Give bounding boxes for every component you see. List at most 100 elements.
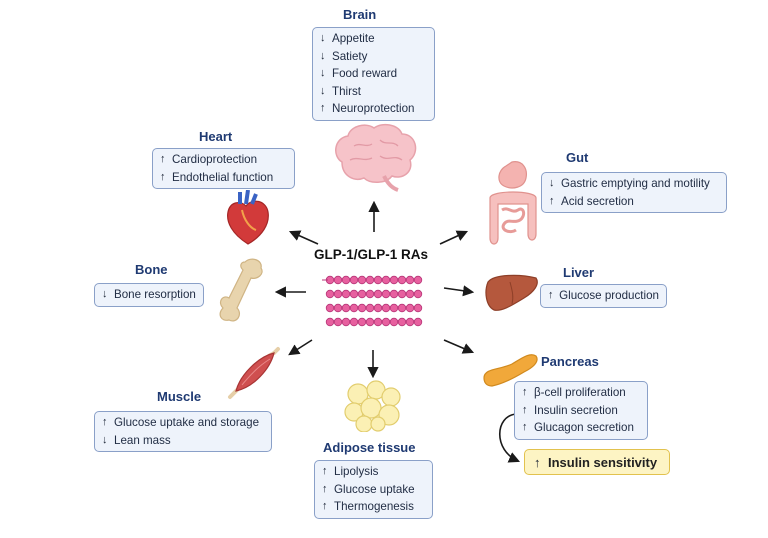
gut-icon	[489, 161, 537, 245]
amino-acid-bead	[389, 317, 399, 327]
liver-effects-box: ↑ Glucose production	[540, 284, 667, 308]
heart-effect-text: Cardioprotection	[172, 153, 258, 166]
adipose-effects-box: ↑ Lipolysis ↑ Glucose uptake ↑ Thermogenesi…	[314, 460, 433, 519]
muscle-effect-text: Lean mass	[114, 433, 171, 447]
heart-effects-box: ↑Cardioprotection ↑ Endothelial function	[152, 148, 295, 189]
amino-acid-bead	[325, 303, 335, 313]
amino-acid-bead	[357, 275, 367, 285]
amino-acid-bead	[349, 317, 359, 327]
amino-acid-bead	[349, 303, 359, 313]
brain-effect-row: ↑Neuroprotection	[320, 100, 427, 118]
pancreas-effect-text: Insulin secretion	[534, 403, 618, 417]
amino-acid-bead	[333, 303, 343, 313]
brain-title: Brain	[343, 7, 377, 22]
gut-effect-text: Gastric emptying and motility	[561, 177, 710, 190]
insulin-sensitivity-box: ↑Insulin sensitivity	[524, 449, 670, 475]
arrow-to-heart	[288, 230, 319, 245]
amino-acid-bead	[341, 303, 351, 313]
amino-acid-bead	[413, 289, 423, 299]
muscle-effect-row: ↑ Glucose uptake and storage	[102, 414, 264, 432]
adipose-icon	[344, 380, 401, 432]
effect-arrow-icon: ↓	[102, 433, 108, 446]
gut-effect-row: ↓ Gastric emptying and motility	[549, 175, 719, 193]
amino-acid-bead	[357, 289, 367, 299]
brain-effect-text: Food reward	[332, 67, 398, 80]
arrow-to-pancreas	[443, 339, 475, 354]
amino-acid-bead	[381, 303, 391, 313]
brain-effect-row: ↓Satiety	[320, 48, 427, 66]
amino-acid-bead	[389, 289, 399, 299]
bone-title: Bone	[135, 262, 168, 277]
heart-effect-text: Endothelial function	[172, 170, 274, 184]
amino-acid-bead	[413, 303, 423, 313]
arrow-to-gut	[439, 230, 469, 245]
effect-arrow-icon: ↑	[102, 416, 108, 428]
gut-effect-text: Acid secretion	[561, 194, 634, 208]
amino-acid-bead	[397, 317, 407, 327]
effect-arrow-icon: ↓	[102, 288, 108, 300]
pancreas-effect-row: ↑Glucagon secretion	[522, 419, 640, 437]
arrow-to-liver	[443, 285, 475, 297]
amino-acid-bead	[341, 317, 351, 327]
adipose-effect-text: Thermogenesis	[334, 500, 414, 513]
bone-effects-box: ↓Bone resorption	[94, 283, 204, 307]
pancreas-icon	[483, 354, 538, 387]
effect-arrow-icon: ↑	[322, 500, 328, 512]
amino-acid-bead	[357, 303, 367, 313]
amino-acid-bead	[413, 275, 423, 285]
amino-acid-bead	[405, 303, 415, 313]
amino-acid-bead	[341, 275, 351, 285]
amino-acid-bead	[349, 289, 359, 299]
amino-acid-bead	[365, 275, 375, 285]
effect-arrow-icon: ↓	[320, 49, 326, 62]
effect-arrow-icon: ↑	[320, 102, 326, 114]
amino-acid-bead	[349, 275, 359, 285]
amino-acid-bead	[397, 289, 407, 299]
heart-effect-row: ↑Cardioprotection	[160, 151, 287, 169]
adipose-effect-text: Glucose uptake	[334, 482, 415, 496]
heart-icon	[227, 190, 269, 245]
amino-acid-bead	[365, 303, 375, 313]
amino-acid-bead	[333, 317, 343, 327]
amino-acid-bead	[381, 317, 391, 327]
bone-icon	[219, 258, 263, 322]
liver-title: Liver	[563, 265, 595, 280]
brain-effect-text: Appetite	[332, 32, 375, 45]
heart-title: Heart	[199, 129, 233, 144]
pancreas-effects-box: ↑β-cell proliferation ↑Insulin secretion…	[514, 381, 648, 440]
heart-effect-row: ↑ Endothelial function	[160, 169, 287, 187]
liver-icon	[485, 274, 538, 311]
pancreas-title: Pancreas	[541, 354, 599, 369]
amino-acid-bead	[325, 289, 335, 299]
gut-effects-box: ↓ Gastric emptying and motility ↑ Acid sec…	[541, 172, 727, 213]
amino-acid-bead	[373, 303, 383, 313]
pancreas-effect-row: ↑β-cell proliferation	[522, 384, 640, 402]
liver-effect-text: Glucose production	[559, 289, 659, 302]
pancreas-effect-row: ↑Insulin secretion	[522, 402, 640, 420]
effect-arrow-icon: ↓	[549, 177, 555, 189]
brain-icon	[335, 123, 417, 192]
amino-acid-bead	[413, 317, 423, 327]
brain-effect-row: ↓Food reward	[320, 65, 427, 83]
effect-arrow-icon: ↑	[322, 482, 328, 495]
amino-acid-bead	[373, 289, 383, 299]
amino-acid-bead	[381, 289, 391, 299]
adipose-effect-text: Lipolysis	[334, 465, 379, 478]
amino-acid-bead	[397, 275, 407, 285]
effect-arrow-icon: ↑	[534, 454, 541, 470]
effect-arrow-icon: ↑	[549, 194, 555, 207]
effect-arrow-icon: ↑	[160, 170, 166, 183]
effect-arrow-icon: ↑	[548, 289, 554, 301]
amino-acid-bead	[389, 275, 399, 285]
muscle-title: Muscle	[157, 389, 202, 404]
brain-effect-row: ↓Thirst	[320, 83, 427, 101]
effect-arrow-icon: ↑	[322, 465, 328, 477]
amino-acid-bead	[405, 275, 415, 285]
pancreas-effect-text: Glucagon secretion	[534, 421, 634, 434]
gut-title: Gut	[566, 150, 589, 165]
brain-effect-row: ↓Appetite	[320, 30, 427, 48]
effect-arrow-icon: ↑	[522, 386, 528, 398]
amino-acid-bead	[365, 289, 375, 299]
muscle-effect-text: Glucose uptake and storage	[114, 416, 260, 429]
